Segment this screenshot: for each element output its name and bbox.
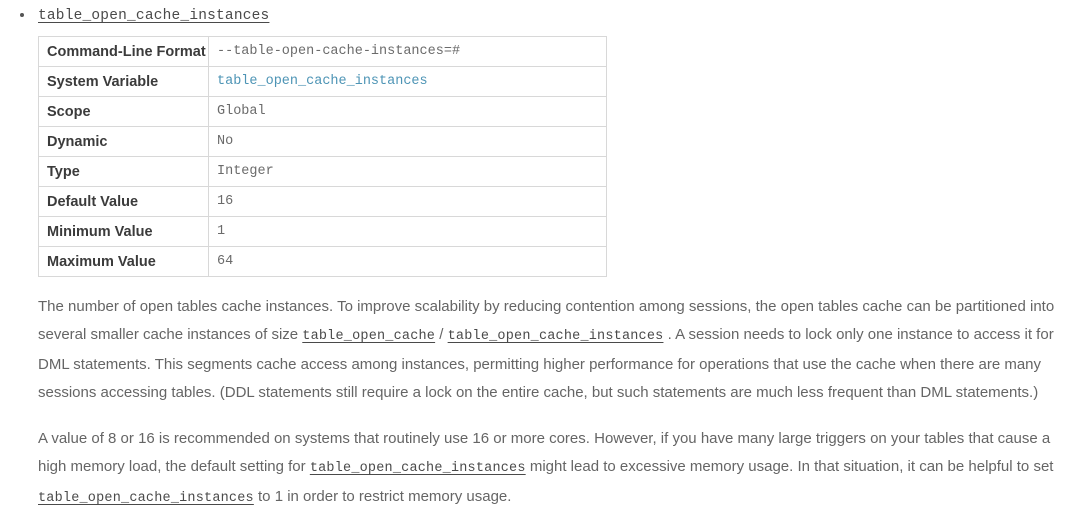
row-value-dynamic: No [208, 126, 607, 157]
row-value-command-line-format: --table-open-cache-instances=# [208, 36, 607, 67]
row-value-type: Integer [208, 156, 607, 187]
table-row: Minimum Value 1 [38, 216, 607, 247]
description-body: The number of open tables cache instance… [38, 293, 1056, 513]
row-label-maximum-value: Maximum Value [38, 246, 209, 277]
table-body: Command-Line Format --table-open-cache-i… [38, 36, 607, 277]
system-variable-link[interactable]: table_open_cache_instances [217, 74, 428, 89]
table-row: Default Value 16 [38, 186, 607, 217]
code-link-table-open-cache-instances-3[interactable]: table_open_cache_instances [38, 491, 254, 506]
paragraph-2-text-part-3: to 1 in order to restrict memory usage. [253, 488, 512, 505]
row-label-minimum-value: Minimum Value [38, 216, 209, 247]
paragraph-1-separator: / [435, 326, 448, 343]
table-row: Dynamic No [38, 126, 607, 157]
paragraph-2-text-part-2: might lead to excessive memory usage. In… [525, 458, 1054, 475]
table-row: Scope Global [38, 96, 607, 127]
bullet-icon [20, 13, 24, 17]
properties-table-container: Command-Line Format --table-open-cache-i… [38, 36, 607, 277]
row-value-minimum-value: 1 [208, 216, 607, 247]
row-value-maximum-value: 64 [208, 246, 607, 277]
paragraph-2-text-part-1: A value of 8 or 16 is recommended on sys… [38, 430, 1051, 475]
code-link-table-open-cache-instances-2[interactable]: table_open_cache_instances [309, 461, 526, 476]
variable-bullet-list: table_open_cache_instances [0, 0, 1080, 30]
variable-anchor-link[interactable]: table_open_cache_instances [38, 8, 270, 24]
row-value-scope: Global [208, 96, 607, 127]
table-row: System Variable table_open_cache_instanc… [38, 66, 607, 97]
table-row: Type Integer [38, 156, 607, 187]
paragraph-1-text-part-1: The number of open tables cache instance… [38, 298, 1055, 343]
row-label-system-variable: System Variable [38, 66, 209, 97]
code-link-table-open-cache-instances[interactable]: table_open_cache_instances [447, 329, 664, 344]
paragraph-recommendation: A value of 8 or 16 is recommended on sys… [38, 425, 1056, 513]
row-label-type: Type [38, 156, 209, 187]
row-value-default-value: 16 [208, 186, 607, 217]
list-item: table_open_cache_instances [0, 0, 1080, 30]
code-link-table-open-cache[interactable]: table_open_cache [302, 329, 436, 344]
row-value-system-variable: table_open_cache_instances [208, 66, 607, 97]
row-label-scope: Scope [38, 96, 209, 127]
row-label-command-line-format: Command-Line Format [38, 36, 209, 67]
paragraph-description: The number of open tables cache instance… [38, 293, 1056, 407]
paragraph-1-text-part-2: . A session needs to lock only one insta… [38, 326, 1054, 401]
table-row: Maximum Value 64 [38, 246, 607, 277]
row-label-default-value: Default Value [38, 186, 209, 217]
table-row: Command-Line Format --table-open-cache-i… [38, 36, 607, 67]
variable-properties-table: Command-Line Format --table-open-cache-i… [38, 36, 607, 277]
row-label-dynamic: Dynamic [38, 126, 209, 157]
